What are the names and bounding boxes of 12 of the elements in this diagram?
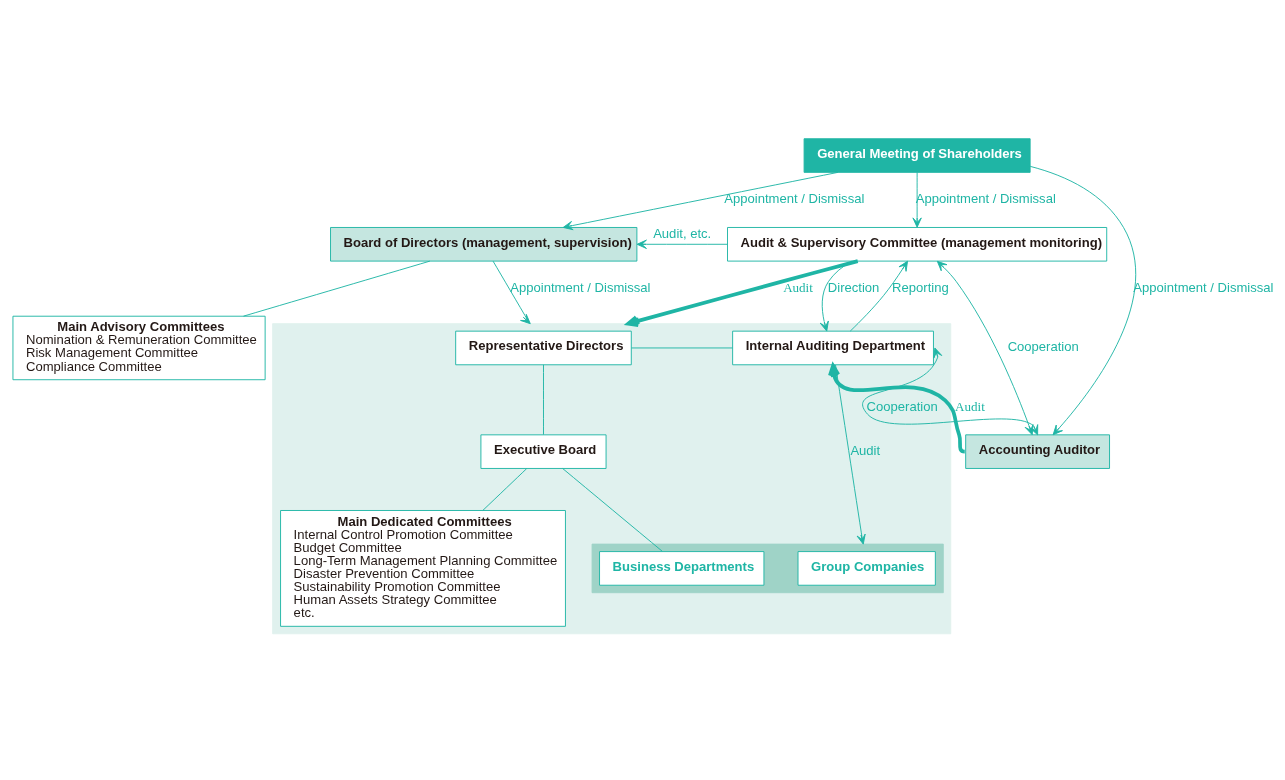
edge-label: Appointment / Dismissal	[724, 191, 865, 207]
edge-label: Reporting	[892, 280, 949, 296]
edge-label: Appointment / Dismissal	[1133, 280, 1274, 296]
edge-label: Direction	[827, 280, 880, 296]
edge-label: Audit, etc.	[653, 225, 712, 241]
edge-label: Audit	[850, 443, 881, 459]
edge-label: Appointment / Dismissal	[915, 191, 1056, 207]
edge-label: Audit	[955, 398, 985, 414]
edge-label: Appointment / Dismissal	[510, 280, 651, 296]
edge-label: Cooperation	[1007, 339, 1079, 355]
edge-label: Audit	[783, 280, 813, 296]
edge-label: Cooperation	[866, 398, 938, 414]
